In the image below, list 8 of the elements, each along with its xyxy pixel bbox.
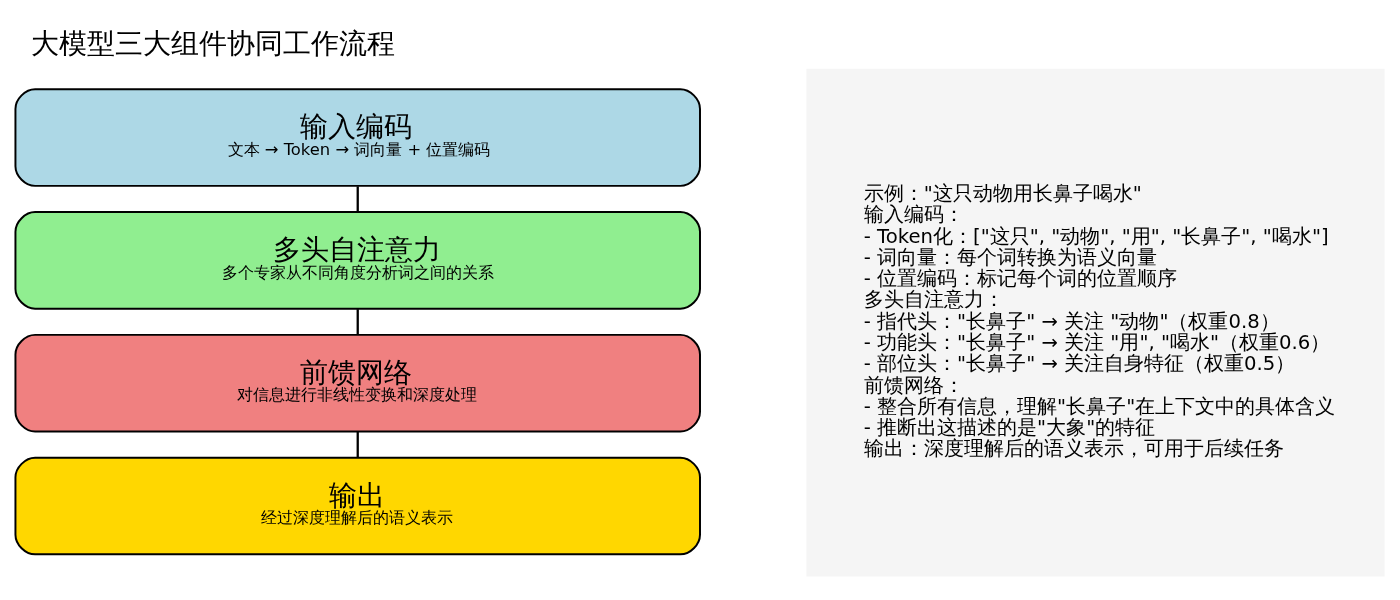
node-box: 前馈网络 对信息进行非线性变换和深度处理	[14, 333, 701, 432]
connector	[356, 431, 359, 458]
node-box: 输出 经过深度理解后的语义表示	[14, 456, 701, 555]
node-box: 输入编码 文本 → Token → 词向量 + 位置编码	[14, 87, 701, 187]
diagram-title: 大模型三大组件协同工作流程	[30, 26, 395, 60]
connector	[356, 308, 359, 335]
node-box: 多头自注意力 多个专家从不同角度分析词之间的关系	[14, 210, 701, 310]
connector	[356, 185, 359, 212]
